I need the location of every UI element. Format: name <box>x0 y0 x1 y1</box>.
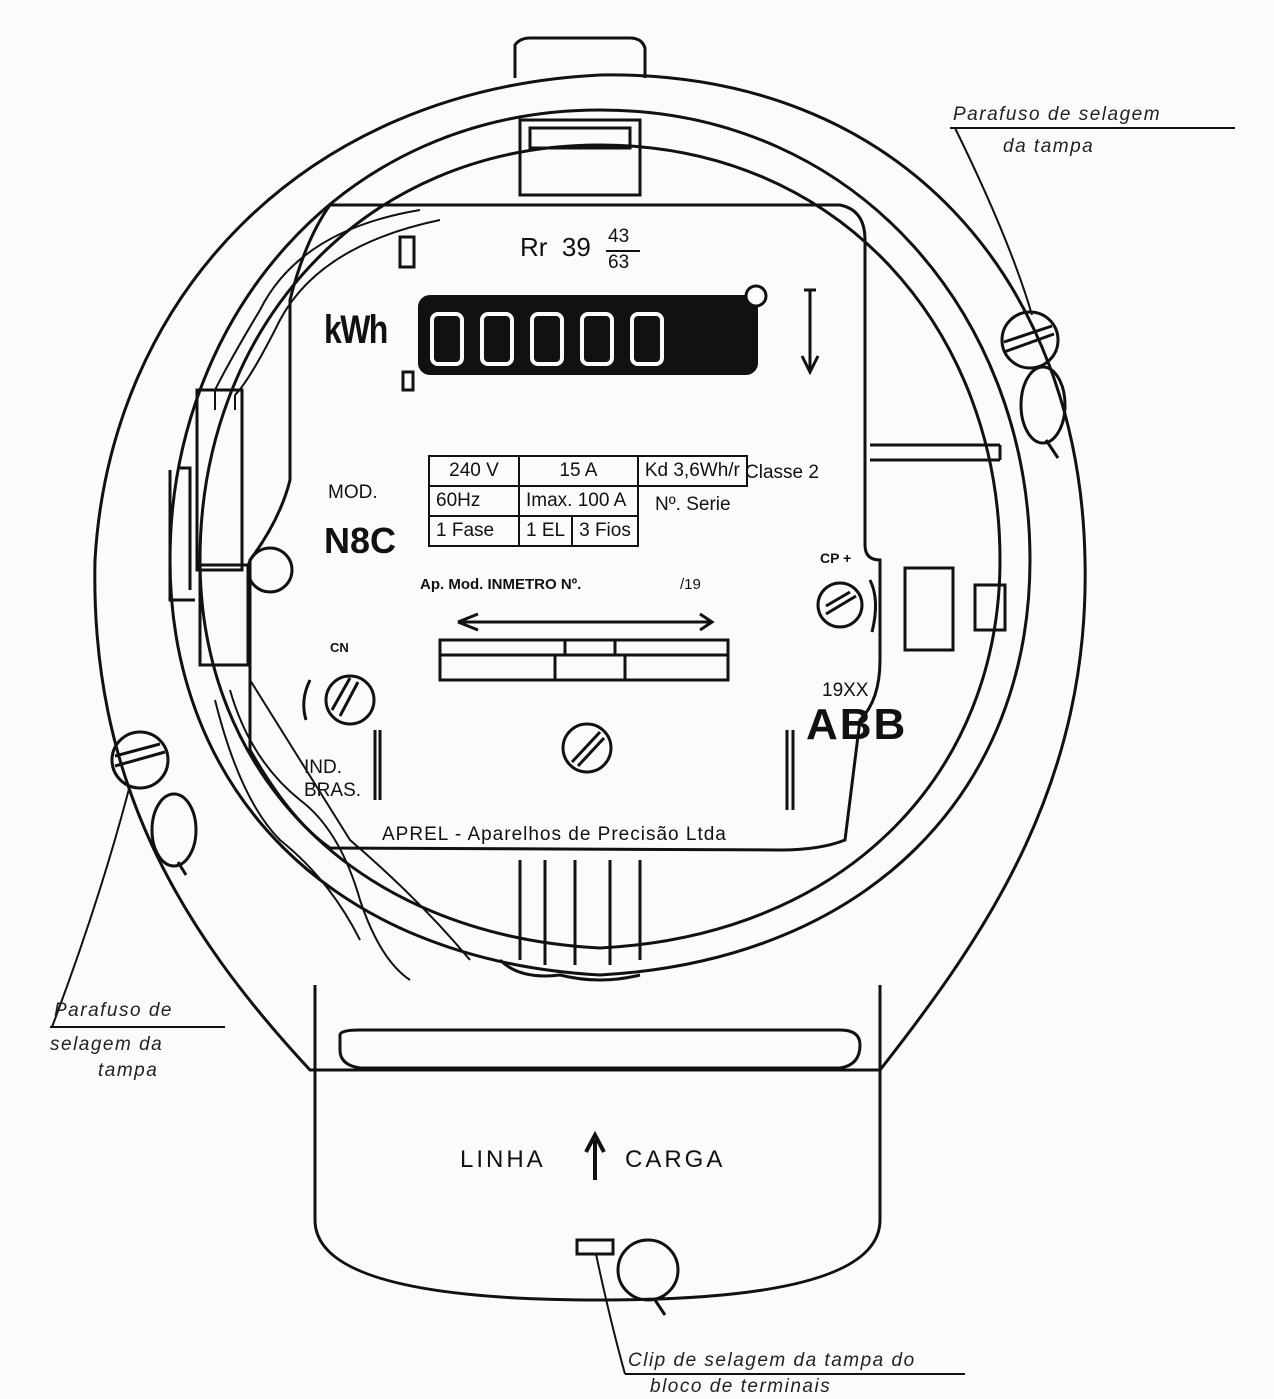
ind-bras-line1: IND. <box>304 757 342 778</box>
spec-current: 15 A <box>518 455 639 487</box>
brand-logo: ABB <box>806 700 908 749</box>
line-label: LINHA <box>460 1146 546 1173</box>
approval-label: Ap. Mod. INMETRO Nº. <box>420 576 582 593</box>
up-arrow <box>584 1130 606 1180</box>
terminal-slot <box>338 1028 862 1070</box>
center-screw <box>561 722 613 774</box>
callout-clip-line2: bloco de terminais <box>650 1376 832 1397</box>
model-label: MOD. <box>328 482 378 503</box>
manufacturer-label: APREL - Aparelhos de Precisão Ltda <box>382 824 727 845</box>
ratio-numerator: 43 <box>608 226 630 247</box>
register-digit <box>480 312 514 366</box>
register-digit <box>580 312 614 366</box>
ind-bras-line2: BRAS. <box>304 780 362 801</box>
cp-label: CP + <box>820 550 852 566</box>
load-label: CARGA <box>625 1146 726 1173</box>
spec-voltage: 240 V <box>428 455 520 487</box>
callout-top-line1: Parafuso de selagem <box>953 104 1162 125</box>
register-digit <box>430 312 464 366</box>
cn-label: CN <box>330 640 349 655</box>
register-digit <box>530 312 564 366</box>
outer-ring <box>168 108 1032 977</box>
callout-clip-line1: Clip de selagem da tampa do <box>628 1350 916 1371</box>
year-label: 19XX <box>822 680 869 701</box>
model-name: N8C <box>324 520 397 561</box>
ratio-denominator: 63 <box>608 252 630 273</box>
ratio-prefix: Rr <box>520 232 548 262</box>
spec-imax: Imax. 100 A <box>518 485 639 517</box>
cp-screw <box>816 581 864 629</box>
spec-phase: 1 Fase <box>428 515 520 547</box>
spec-constant: Kd 3,6Wh/r <box>636 455 748 487</box>
spec-elements: 1 EL <box>517 515 574 547</box>
callout-left-line1: Parafuso de <box>54 1000 173 1021</box>
left-bracket <box>195 388 244 572</box>
register-digit <box>630 312 664 366</box>
seal-screw-left <box>110 730 170 790</box>
top-seal-block <box>518 118 642 197</box>
inner-ring <box>198 143 1002 950</box>
serial-label: Nº. Serie <box>655 494 731 515</box>
callout-left-line2: selagem da <box>50 1034 164 1055</box>
accuracy-class: Classe 2 <box>745 462 819 483</box>
terminal-block-outline <box>313 985 882 1302</box>
nameplate-outline <box>248 203 882 852</box>
spec-frequency: 60Hz <box>428 485 520 517</box>
ratio-whole: 39 <box>561 232 591 262</box>
approval-suffix: /19 <box>680 576 701 593</box>
terminal-clip <box>575 1238 615 1256</box>
housing-outline <box>93 73 1087 1072</box>
top-hanger <box>513 36 647 78</box>
spec-wires: 3 Fios <box>571 515 639 547</box>
callout-left-line3: tampa <box>98 1060 159 1081</box>
kwh-unit: kWh <box>324 308 388 352</box>
cn-screw <box>324 674 376 726</box>
seal-screw-top <box>1000 310 1060 370</box>
ratio-label: Rr 39 <box>520 232 591 263</box>
callout-top-line2: da tampa <box>1003 136 1095 157</box>
spec-table: 240 V 15 A Kd 3,6Wh/r 60Hz Imax. 100 A 1… <box>428 455 748 547</box>
